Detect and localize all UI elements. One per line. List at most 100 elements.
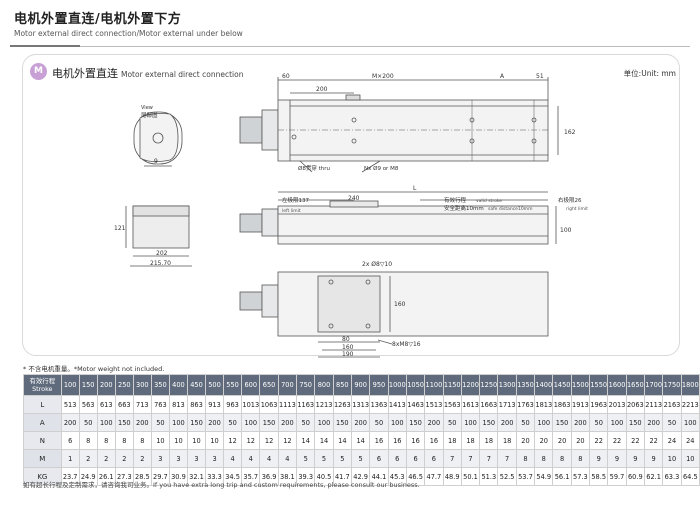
table-cell: 7 bbox=[442, 449, 462, 468]
table-cell: 100 bbox=[680, 413, 700, 432]
table-cell: 24 bbox=[662, 431, 682, 450]
table-cell: 2 bbox=[96, 449, 116, 468]
table-cell: 100 bbox=[534, 413, 554, 432]
stroke-header-cell: 200 bbox=[96, 374, 116, 396]
table-cell: 8 bbox=[570, 449, 591, 468]
stroke-header-cell: 700 bbox=[277, 374, 298, 396]
table-cell: 14 bbox=[314, 431, 334, 450]
table-cell: 54.9 bbox=[534, 467, 554, 486]
table-cell: 50 bbox=[442, 413, 462, 432]
table-cell: 7 bbox=[479, 449, 499, 468]
stroke-header-cell: 1150 bbox=[442, 374, 462, 396]
table-cell: 12 bbox=[241, 431, 261, 450]
dim-162: 162 bbox=[564, 129, 576, 136]
stroke-header-cell: 800 bbox=[314, 374, 334, 396]
table-cell: 1463 bbox=[405, 395, 426, 414]
table-cell: 10 bbox=[662, 449, 682, 468]
table-cell: 150 bbox=[259, 413, 279, 432]
footnote: 如有超长行程及定制需求，请咨询我司业务。If you have extra lo… bbox=[23, 481, 420, 489]
header-label-en: Stroke bbox=[32, 385, 53, 393]
stroke-header-cell: 150 bbox=[78, 374, 98, 396]
table-cell: 150 bbox=[479, 413, 499, 432]
table-cell: 1313 bbox=[350, 395, 371, 414]
table-cell: 23.7 bbox=[60, 467, 80, 486]
table-cell: 513 bbox=[60, 395, 80, 414]
row-label: L bbox=[23, 395, 62, 414]
stroke-header-cell: 1050 bbox=[405, 374, 426, 396]
table-cell: 4 bbox=[223, 449, 243, 468]
table-cell: 200 bbox=[570, 413, 591, 432]
dim-nx9: Nx Ø9 or M8 bbox=[364, 165, 399, 172]
dim-stroke-en: valid stroke bbox=[476, 198, 502, 204]
table-cell: 50 bbox=[662, 413, 682, 432]
table-cell: 20 bbox=[534, 431, 554, 450]
table-cell: 4 bbox=[241, 449, 261, 468]
table-cell: 8 bbox=[78, 431, 98, 450]
table-cell: 9 bbox=[589, 449, 609, 468]
table-cell: 14 bbox=[350, 431, 371, 450]
table-cell: 12 bbox=[277, 431, 298, 450]
table-cell: 46.5 bbox=[405, 467, 426, 486]
table-cell: 57.3 bbox=[570, 467, 591, 486]
table-cell: 7 bbox=[497, 449, 517, 468]
table-cell: 8 bbox=[552, 449, 572, 468]
dim-l: L bbox=[413, 185, 417, 192]
table-cell: 51.3 bbox=[479, 467, 499, 486]
row-label: N bbox=[23, 431, 62, 450]
table-cell: 200 bbox=[205, 413, 225, 432]
table-cell: 1813 bbox=[534, 395, 554, 414]
table-cell: 1263 bbox=[332, 395, 352, 414]
table-cell: 100 bbox=[314, 413, 334, 432]
stroke-header-cell: 1800 bbox=[680, 374, 700, 396]
table-cell: 7 bbox=[460, 449, 481, 468]
dim-stroke: 有效行程 bbox=[444, 196, 467, 204]
dim-80: 80 bbox=[342, 336, 350, 343]
header-divider bbox=[10, 46, 690, 47]
section-title-cn: 电机外置直连 bbox=[52, 67, 118, 80]
table-cell: 16 bbox=[369, 431, 389, 450]
table-cell: 10 bbox=[205, 431, 225, 450]
dim-m8: 8xM8▽16 bbox=[392, 341, 421, 348]
stroke-header-cell: 250 bbox=[114, 374, 134, 396]
table-cell: 1363 bbox=[369, 395, 389, 414]
table-cell: 18 bbox=[497, 431, 517, 450]
table-cell: 1913 bbox=[570, 395, 591, 414]
header-accent-bar bbox=[10, 45, 80, 47]
page-title: 电机外置直连/电机外置下方 bbox=[14, 12, 182, 27]
stroke-header-cell: 1750 bbox=[662, 374, 682, 396]
table-cell: 2 bbox=[114, 449, 134, 468]
table-cell: 1963 bbox=[589, 395, 609, 414]
table-cell: 3 bbox=[168, 449, 188, 468]
table-cell: 200 bbox=[350, 413, 371, 432]
table-cell: 6 bbox=[424, 449, 444, 468]
table-cell: 41.7 bbox=[332, 467, 352, 486]
table-cell: 5 bbox=[296, 449, 316, 468]
table-cell: 18 bbox=[442, 431, 462, 450]
stroke-header-cell: 1700 bbox=[643, 374, 664, 396]
table-cell: 64.5 bbox=[680, 467, 700, 486]
stroke-header-cell: 1500 bbox=[570, 374, 591, 396]
table-cell: 50 bbox=[296, 413, 316, 432]
table-cell: 50 bbox=[150, 413, 170, 432]
table-cell: 1413 bbox=[387, 395, 407, 414]
top-view-1 bbox=[239, 77, 559, 173]
table-cell: 200 bbox=[497, 413, 517, 432]
table-cell: 50.1 bbox=[460, 467, 481, 486]
dim-left-limit: 左极限137 bbox=[282, 196, 309, 204]
table-cell: 6 bbox=[60, 431, 80, 450]
table-cell: 60.9 bbox=[625, 467, 645, 486]
table-cell: 763 bbox=[150, 395, 170, 414]
dim-121: 121 bbox=[114, 225, 126, 232]
stroke-header-cell: 350 bbox=[150, 374, 170, 396]
table-cell: 53.7 bbox=[515, 467, 536, 486]
dim-safe: 安全距离10mm bbox=[444, 204, 484, 212]
table-cell: 10 bbox=[680, 449, 700, 468]
table-cell: 14 bbox=[296, 431, 316, 450]
table-cell: 8 bbox=[96, 431, 116, 450]
